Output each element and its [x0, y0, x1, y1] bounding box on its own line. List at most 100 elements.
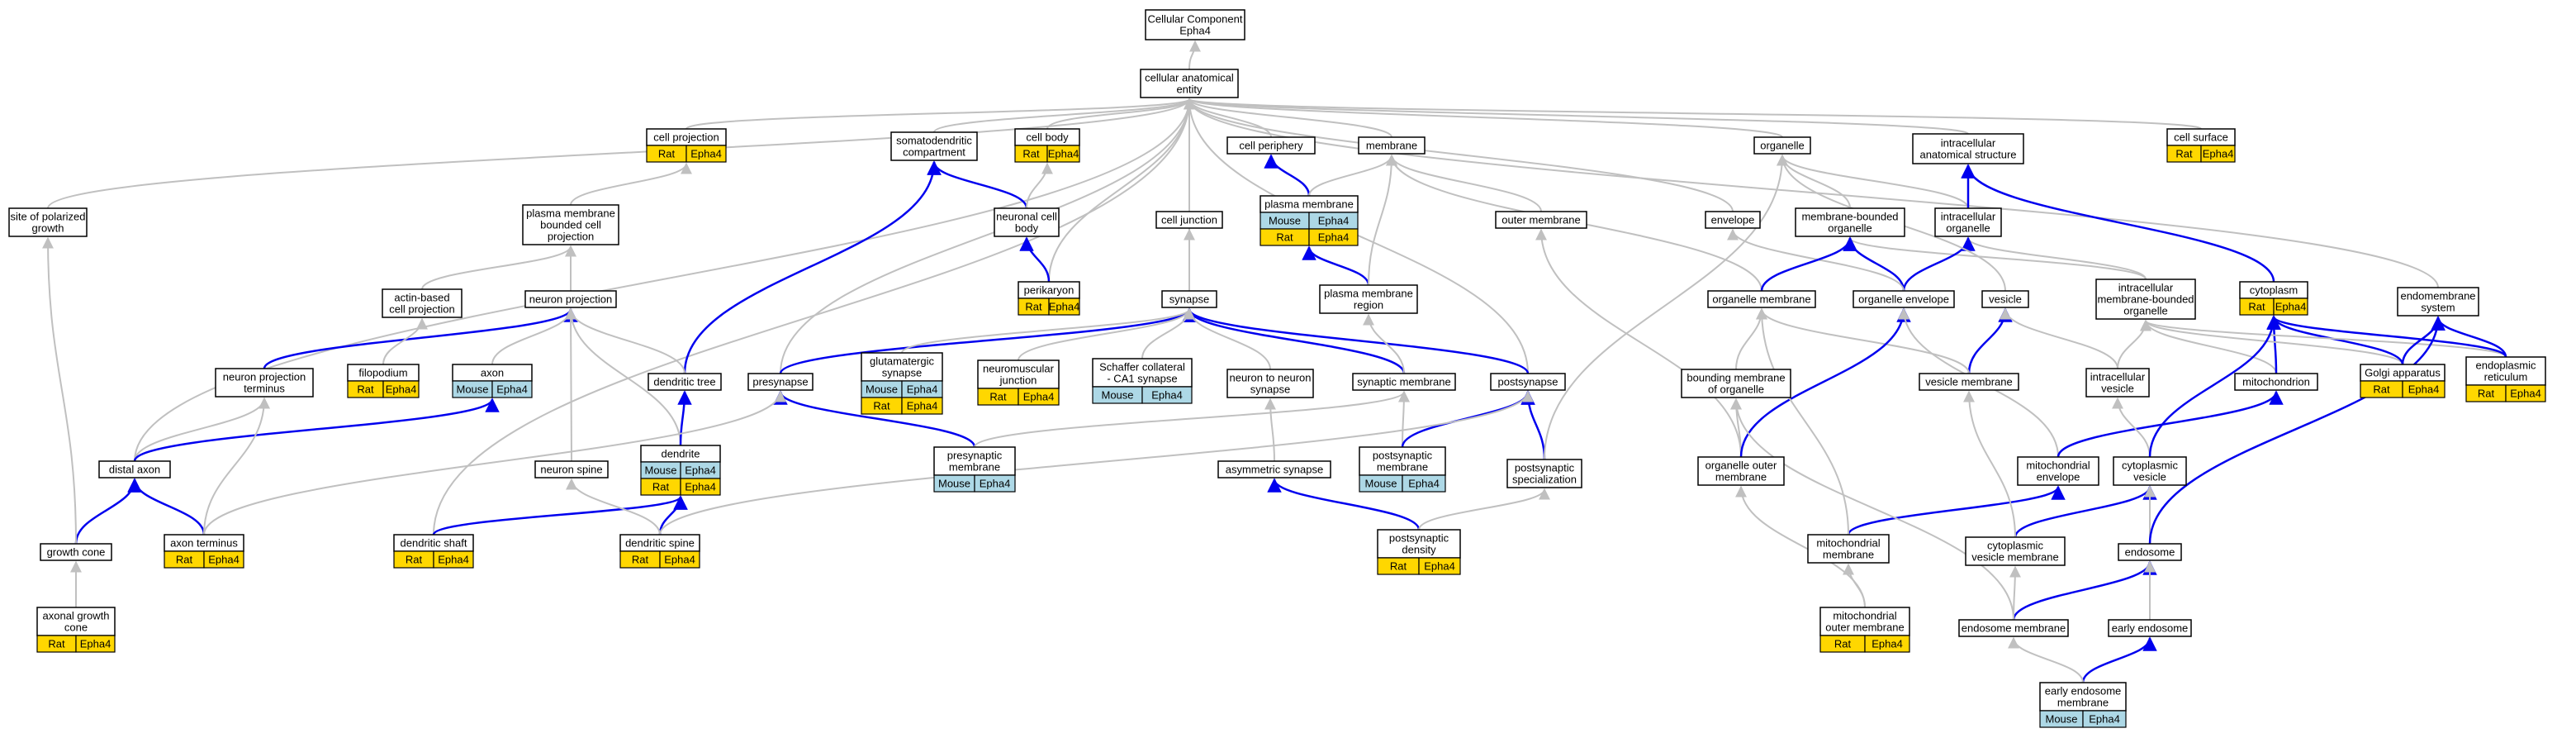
node-organelle-membrane[interactable]: organelle membrane [1707, 290, 1816, 308]
node-early-endosome[interactable]: early endosome [2108, 619, 2192, 637]
gene-mouse-cell [2082, 710, 2127, 728]
node-box [890, 131, 978, 161]
edge-growth_cone-to-distal_axon [74, 478, 142, 545]
node-label: growth [31, 222, 64, 235]
node-endosome[interactable]: endosome [2118, 543, 2182, 561]
node-box [524, 290, 617, 308]
edge-n2n-to-synapse [1184, 307, 1271, 370]
node-cell-junction[interactable]: cell junction [1155, 211, 1223, 229]
node-label: presynapse [752, 376, 808, 388]
node-box [1681, 369, 1791, 398]
gene-rat-label: Epha4 [2203, 148, 2234, 160]
node-cell-periphery[interactable]: cell periphery [1226, 136, 1316, 155]
node-vesicle[interactable]: vesicle [1981, 290, 2029, 308]
node-envelope[interactable]: envelope [1705, 211, 1761, 229]
gene-rat-cell [686, 145, 727, 163]
edge-neuronal_cell_body-to-cell_body [1026, 162, 1053, 209]
node-organelle[interactable]: organelle [1753, 136, 1811, 155]
edge-dendrite-to-dendritic_tree [677, 390, 692, 446]
node-box [1226, 369, 1314, 398]
gene-rat-cell [680, 478, 721, 496]
node-membrane[interactable]: membrane [1358, 136, 1426, 155]
edge-imbo-to-intracellular_org [1962, 236, 2147, 280]
node-endosome-membrane[interactable]: endosome membrane [1958, 619, 2069, 637]
node-distal-axon[interactable]: distal axon [98, 460, 171, 479]
edge-growth_cone-to-site_polarized [42, 236, 77, 545]
node-presynapse[interactable]: presynapse [747, 373, 814, 391]
node-outer-membrane[interactable]: outer membrane [1495, 211, 1587, 229]
node-postsynapse[interactable]: postsynapse [1490, 373, 1566, 391]
node-asymmetric[interactable]: asymmetric synapse [1217, 460, 1331, 479]
node-neuron-spine[interactable]: neuron spine [534, 460, 609, 479]
edge-plasma_membrane-to-cell_periphery [1264, 154, 1311, 197]
edge-cell_projection-to-cae [686, 98, 1195, 130]
node-box [1934, 207, 2002, 237]
node-label: cellular anatomical [1145, 72, 1234, 84]
node-label: early endosome [2112, 622, 2189, 635]
node-vesicle-membrane[interactable]: vesicle membrane [1919, 373, 2019, 391]
node-synaptic-membrane[interactable]: synaptic membrane [1352, 373, 1456, 391]
node-mitochondrion[interactable]: mitochondrion [2234, 373, 2318, 391]
edge-axon_terminus-to-npt [203, 397, 270, 536]
node-synapse[interactable]: synapse [1161, 290, 1217, 308]
gene-mouse-label: Epha4 [496, 383, 528, 396]
node-label: axon terminus [170, 537, 238, 550]
node-dendritic-tree[interactable]: dendritic tree [648, 373, 722, 391]
node-label: anatomical structure [1919, 149, 2016, 161]
node-neuron-projection[interactable]: neuron projection [524, 290, 617, 308]
edge-vesicle_membrane-to-vesicle [1967, 307, 2013, 374]
node-label: compartment [903, 146, 965, 159]
node-box [382, 288, 463, 318]
node-organelle-envelope[interactable]: organelle envelope [1853, 290, 1955, 308]
edge-presynaptic_membrane-to-presynapse [773, 390, 976, 448]
node-growth-cone[interactable]: growth cone [40, 543, 112, 561]
